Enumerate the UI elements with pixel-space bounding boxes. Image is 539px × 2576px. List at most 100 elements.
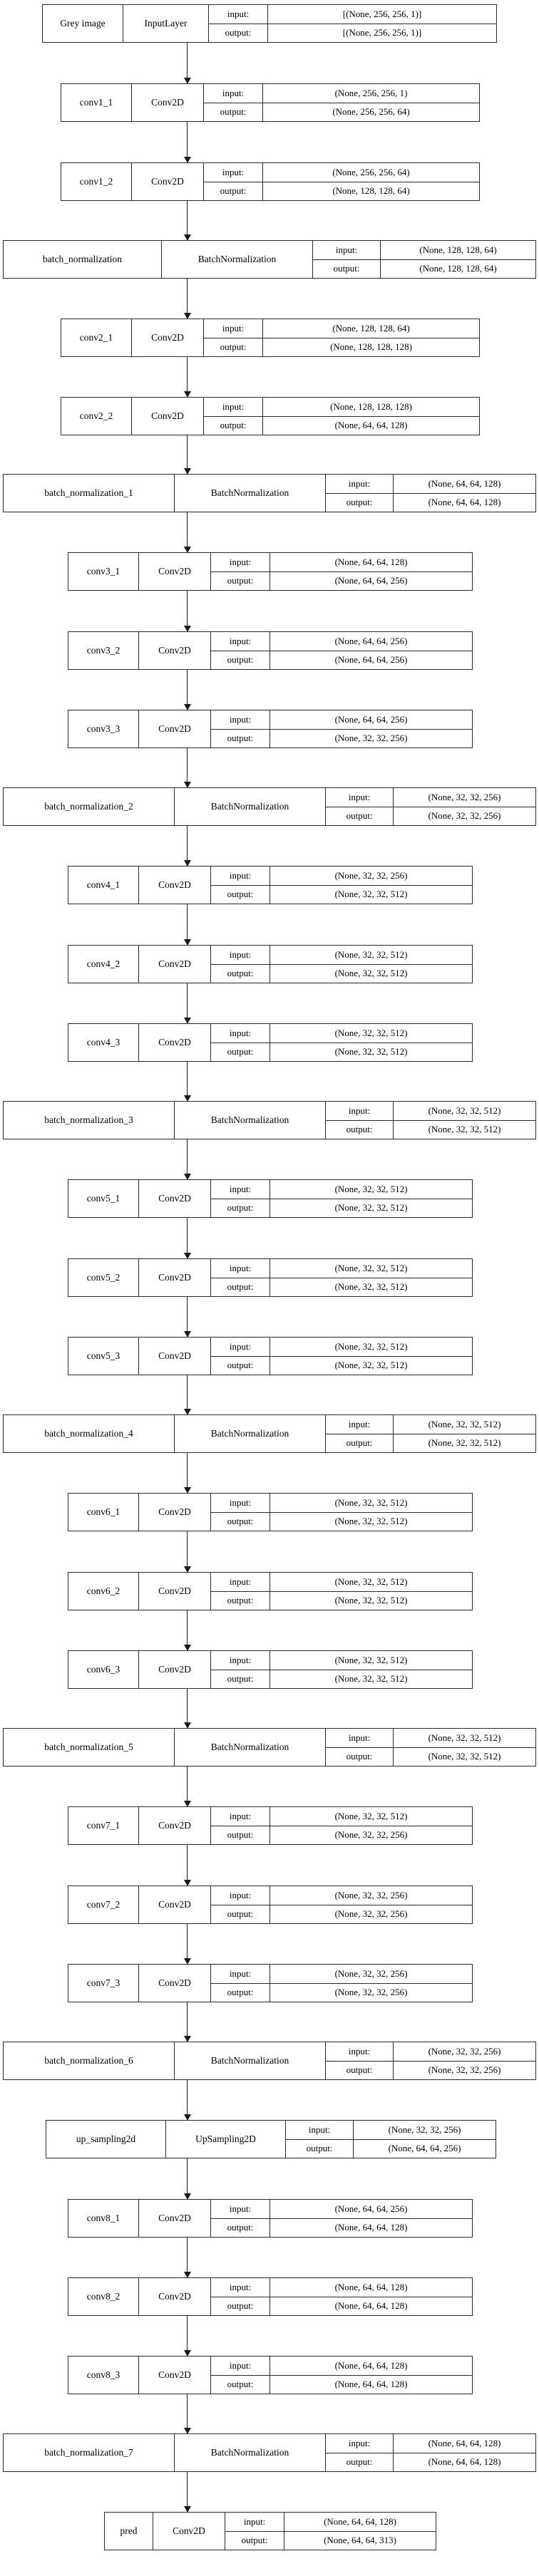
layer-input-shape: (None, 64, 64, 256) (334, 713, 408, 725)
layer-input-label: input: (326, 2434, 394, 2453)
layer-output-label: output: (326, 1434, 394, 1452)
connector-edge (187, 1689, 188, 1723)
layer-output-row: output:(None, 128, 128, 64) (313, 259, 535, 278)
layer-input-row: input:(None, 32, 32, 512) (211, 946, 472, 965)
layer-output-label: output: (204, 338, 263, 356)
layer-input-row: input:(None, 32, 32, 256) (211, 1965, 472, 1984)
layer-output-shape: (None, 32, 32, 512) (428, 1437, 501, 1449)
layer-name: batch_normalization_6 (4, 2042, 175, 2079)
layer-name: conv5_3 (68, 1338, 139, 1375)
layer-input-row: input:(None, 32, 32, 512) (211, 1494, 472, 1513)
connector-edge (187, 201, 188, 235)
layer-output-label: output: (326, 807, 394, 825)
layer-input-label: input: (211, 1651, 270, 1670)
layer-name: conv4_3 (68, 1024, 139, 1061)
connector-arrowhead-icon (184, 547, 191, 553)
layer-name: conv6_3 (68, 1651, 139, 1688)
connector-edge (187, 435, 188, 469)
layer-input-row: input:(None, 32, 32, 512) (211, 1024, 472, 1043)
layer-output-label: output: (211, 1983, 270, 2002)
layer-name: batch_normalization_1 (4, 475, 175, 512)
layer-input-row: input:(None, 32, 32, 256) (286, 2121, 496, 2140)
layer-output-label: output: (211, 1905, 270, 1923)
layer-output-row: output:(None, 32, 32, 256) (211, 1983, 472, 2002)
layer-output-label: output: (204, 103, 263, 121)
layer-input-shape: [(None, 256, 256, 1)] (342, 8, 422, 19)
layer-io-table: input:(None, 64, 64, 128)output:(None, 6… (225, 2513, 436, 2550)
layer-input-shape: (None, 64, 64, 256) (334, 2203, 408, 2214)
layer-input-shape: (None, 64, 64, 128) (334, 556, 408, 567)
layer-name: conv7_3 (68, 1965, 139, 2002)
connector-edge (187, 1845, 188, 1881)
layer-output-row: output:(None, 64, 64, 256) (211, 571, 472, 590)
layer-input-label: input: (211, 1573, 270, 1591)
connector-arrowhead-icon (184, 1409, 191, 1415)
layer-io-table: input:(None, 64, 64, 256)output:(None, 6… (211, 2200, 472, 2237)
layer-input-row: input:(None, 128, 128, 64) (204, 319, 479, 338)
connector-edge (187, 1531, 188, 1567)
layer-type: Conv2D (132, 84, 204, 121)
layer-output-label: output: (211, 571, 270, 590)
layer-input-shape: (None, 128, 128, 64) (419, 244, 497, 255)
layer-type: InputLayer (123, 5, 209, 42)
layer-input-label: input: (326, 1102, 394, 1120)
layer-output-shape: (None, 128, 128, 64) (419, 263, 497, 274)
layer-input-row: input:(None, 32, 32, 512) (326, 1729, 535, 1748)
connector-arrowhead-icon (184, 1645, 191, 1651)
layer-output-row: output:(None, 64, 64, 128) (326, 2453, 535, 2471)
layer-output-shape: (None, 32, 32, 256) (334, 1829, 408, 1841)
layer-type: Conv2D (139, 1651, 211, 1688)
layer-io-table: input:(None, 32, 32, 512)output:(None, 3… (211, 1807, 472, 1844)
layer-output-row: output:(None, 32, 32, 512) (211, 885, 472, 904)
layer-input-label: input: (211, 1338, 270, 1356)
connector-edge (187, 826, 188, 861)
layer-io-table: input:(None, 32, 32, 512)output:(None, 3… (211, 1494, 472, 1531)
layer-output-row: output:(None, 32, 32, 256) (211, 1826, 472, 1844)
layer-name: up_sampling2d (46, 2121, 166, 2158)
layer-input-label: input: (209, 5, 268, 24)
layer-io-table: input:(None, 32, 32, 256)output:(None, 6… (286, 2121, 496, 2158)
layer-output-row: output:(None, 64, 64, 128) (211, 2218, 472, 2237)
connector-edge (187, 279, 188, 314)
layer-input-label: input: (211, 1886, 270, 1905)
connector-arrowhead-icon (184, 1487, 191, 1494)
connector-edge (187, 43, 188, 78)
layer-type: BatchNormalization (175, 2042, 326, 2079)
layer-type: Conv2D (139, 710, 211, 748)
layer-io-table: input:(None, 32, 32, 256)output:(None, 3… (326, 788, 535, 825)
layer-input-row: input:(None, 32, 32, 256) (326, 788, 535, 807)
